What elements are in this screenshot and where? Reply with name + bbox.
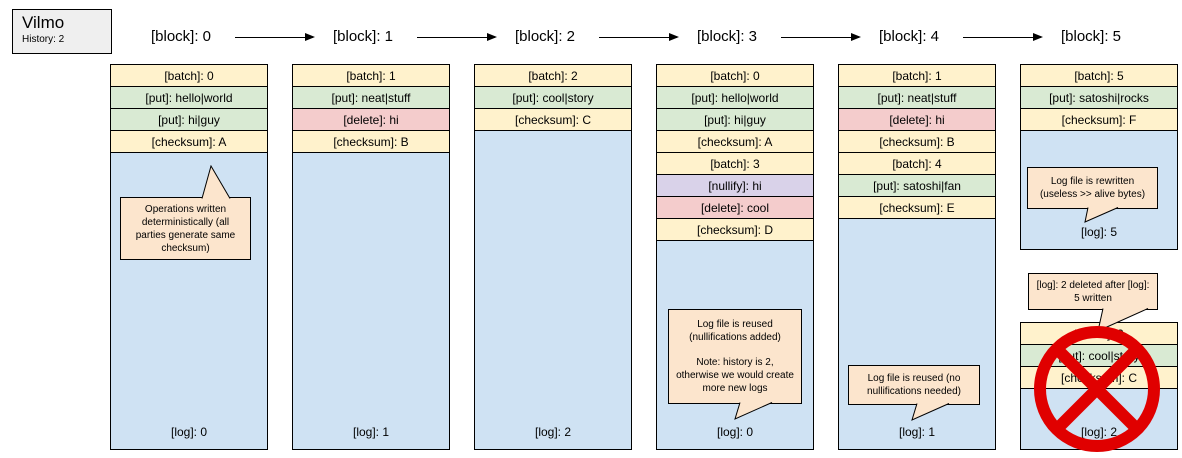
log-label: [log]: 1: [352, 425, 390, 439]
op-row-put: [put]: cool|story: [474, 86, 632, 109]
op-row-put: [put]: satoshi|rocks: [1020, 86, 1178, 109]
op-row-put: [put]: hi|guy: [656, 108, 814, 131]
op-row-delete: [delete]: hi: [838, 108, 996, 131]
callout-text: Log file is reused (nullifications added…: [689, 319, 781, 343]
callout-log-deleted-after: [log]: 2 deleted after [log]: 5 written: [1028, 273, 1158, 310]
history-setting: History: 2: [22, 34, 65, 45]
op-row-nullify: [nullify]: hi: [656, 174, 814, 197]
block-column-2: [batch]: 2 [put]: cool|story [checksum]:…: [474, 64, 632, 450]
block-label-3: [block]: 3: [696, 28, 758, 45]
op-row-checksum: [checksum]: A: [656, 130, 814, 153]
op-row-batch: [batch]: 0: [110, 64, 268, 87]
callout-tail: [911, 403, 950, 421]
op-row-batch: [batch]: 1: [292, 64, 450, 87]
vilmo-title-box: Vilmo History: 2: [12, 9, 112, 54]
log-label: [log]: 0: [170, 425, 208, 439]
op-row-batch: [batch]: 2: [474, 64, 632, 87]
op-row-put: [put]: neat|stuff: [292, 86, 450, 109]
op-row-batch: [batch]: 4: [838, 152, 996, 175]
no-symbol-icon: [1034, 326, 1160, 452]
callout-operations-deterministic: Operations written deterministically (al…: [120, 197, 251, 260]
log-label: [log]: 1: [898, 425, 936, 439]
op-row-checksum: [checksum]: F: [1020, 108, 1178, 131]
op-row-put: [put]: hello|world: [110, 86, 268, 109]
op-row-put: [put]: hello|world: [656, 86, 814, 109]
log-label: [log]: 5: [1080, 225, 1118, 239]
arrow-block3-block4-icon: [781, 32, 861, 41]
callout-tail: [734, 402, 773, 420]
log-label: [log]: 2: [1080, 425, 1118, 439]
callout-text: Log file is reused (no nullifications ne…: [867, 373, 961, 397]
callout-log-reused-no-nullifications: Log file is reused (no nullifications ne…: [848, 365, 980, 405]
block-label-4: [block]: 4: [878, 28, 940, 45]
op-row-checksum: [checksum]: B: [838, 130, 996, 153]
op-row-checksum: [checksum]: E: [838, 196, 996, 219]
app-title: Vilmo: [22, 13, 65, 32]
log-label: [log]: 0: [716, 425, 754, 439]
block-label-2: [block]: 2: [514, 28, 576, 45]
op-row-checksum: [checksum]: A: [110, 130, 268, 153]
op-row-checksum: [checksum]: C: [474, 108, 632, 131]
op-row-put: [put]: satoshi|fan: [838, 174, 996, 197]
op-row-batch: [batch]: 5: [1020, 64, 1178, 87]
op-row-batch: [batch]: 1: [838, 64, 996, 87]
callout-text: Note: history is 2, otherwise we would c…: [676, 357, 794, 394]
op-row-put: [put]: hi|guy: [110, 108, 268, 131]
arrow-block0-block1-icon: [235, 32, 315, 41]
block-label-0: [block]: 0: [150, 28, 212, 45]
arrow-block4-block5-icon: [963, 32, 1043, 41]
callout-log-reused-nullifications: Log file is reused (nullifications added…: [668, 309, 802, 404]
block-label-5: [block]: 5: [1060, 28, 1122, 45]
log-file-box: [log]: 2: [474, 130, 632, 450]
arrow-block2-block3-icon: [599, 32, 679, 41]
callout-tail: [201, 165, 231, 199]
callout-tail: [1084, 207, 1119, 223]
op-row-put: [put]: neat|stuff: [838, 86, 996, 109]
log-label: [log]: 2: [534, 425, 572, 439]
block-label-1: [block]: 1: [332, 28, 394, 45]
op-row-delete: [delete]: cool: [656, 196, 814, 219]
callout-text: [log]: 2 deleted after [log]: 5 written: [1036, 279, 1150, 304]
callout-text: Operations written deterministically (al…: [135, 203, 236, 254]
op-row-batch: [batch]: 3: [656, 152, 814, 175]
op-row-delete: [delete]: hi: [292, 108, 450, 131]
callout-log-rewritten: Log file is rewritten (useless >> alive …: [1027, 167, 1158, 209]
arrow-block1-block2-icon: [417, 32, 497, 41]
op-row-checksum: [checksum]: D: [656, 218, 814, 241]
block-column-1: [batch]: 1 [put]: neat|stuff [delete]: h…: [292, 64, 450, 450]
op-row-checksum: [checksum]: B: [292, 130, 450, 153]
log-file-box: [log]: 1: [292, 152, 450, 450]
callout-text: Log file is rewritten (useless >> alive …: [1039, 176, 1146, 200]
op-row-batch: [batch]: 0: [656, 64, 814, 87]
